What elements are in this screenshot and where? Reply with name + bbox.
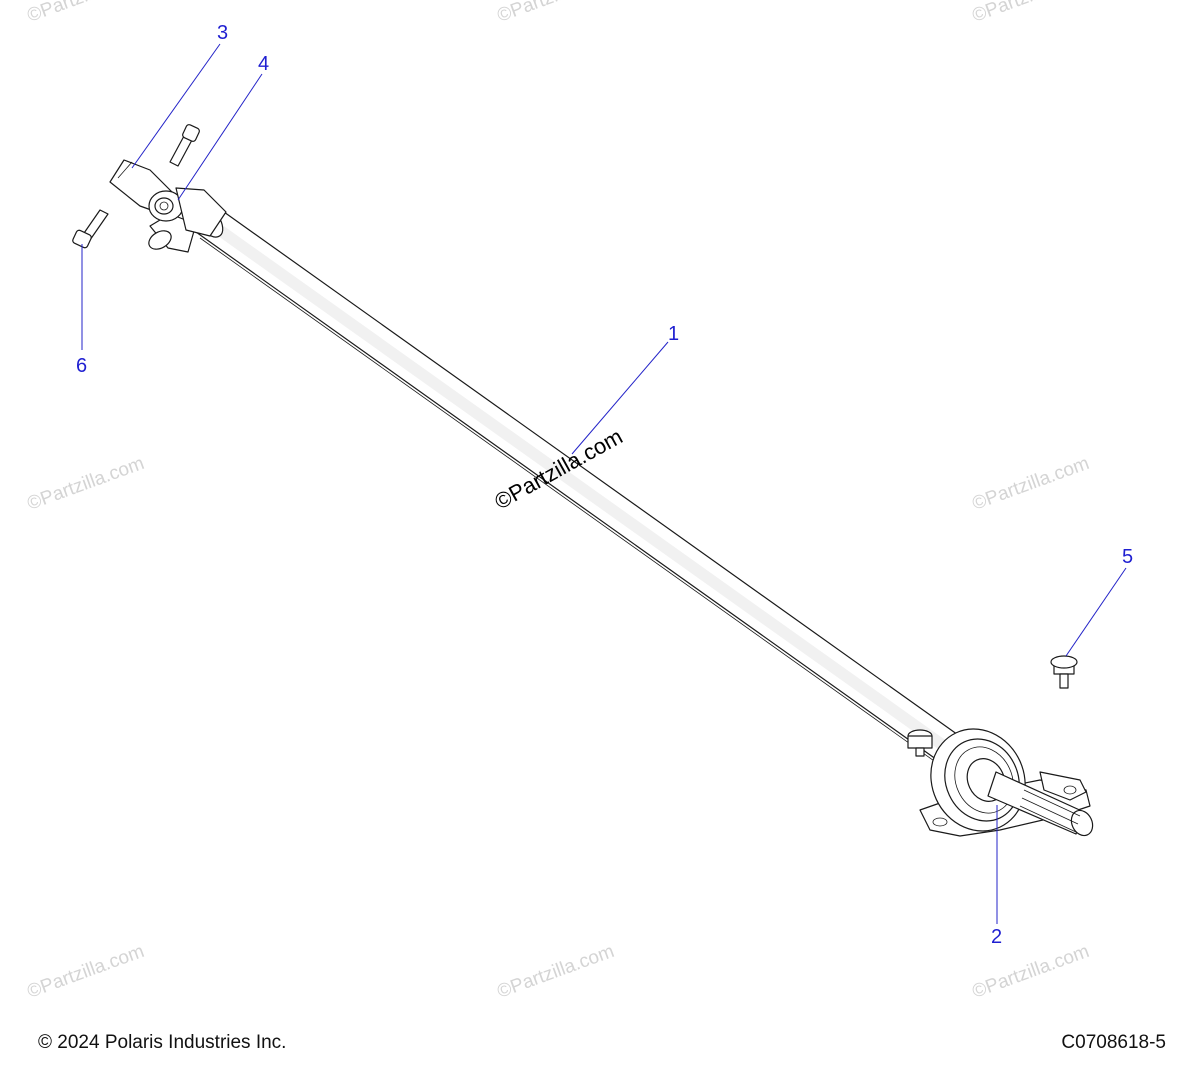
watermark-tile: ©Partzilla.com: [495, 0, 618, 27]
watermark-tile: ©Partzilla.com: [970, 941, 1093, 1003]
leader-lines: [81, 43, 1127, 924]
leader-line-4: [177, 73, 263, 201]
copyright-notice: © 2024 Polaris Industries Inc.: [38, 1032, 287, 1053]
yoke-bolt: [72, 209, 109, 249]
flange-bolt: [1050, 655, 1078, 689]
diagram-id: C0708618-5: [1061, 1032, 1166, 1053]
leader-line-5: [1065, 567, 1127, 657]
watermark-tile: ©Partzilla.com: [25, 0, 148, 27]
watermark-tile: ©Partzilla.com: [495, 941, 618, 1003]
callout-5[interactable]: 5: [1122, 546, 1133, 568]
callout-2[interactable]: 2: [991, 926, 1002, 948]
watermark-tile: ©Partzilla.com: [25, 941, 148, 1003]
callout-1[interactable]: 1: [668, 323, 679, 345]
u-joint-assembly: [109, 159, 227, 253]
watermark-tile: ©Partzilla.com: [970, 0, 1093, 27]
leader-line-1: [571, 341, 669, 455]
callout-4[interactable]: 4: [258, 53, 269, 75]
watermark-tile: ©Partzilla.com: [970, 453, 1093, 515]
drive-shaft-tube: [195, 206, 969, 769]
callout-6[interactable]: 6: [76, 355, 87, 377]
carrier-bearing: [919, 728, 1094, 837]
leader-line-3: [131, 43, 221, 169]
carrier-bolt: [907, 729, 933, 757]
yoke-bolt-upper: [169, 124, 200, 167]
callout-3[interactable]: 3: [217, 22, 228, 44]
callouts: 1 2 3 4 5 6: [76, 22, 1133, 948]
watermark-tile: ©Partzilla.com: [25, 453, 148, 515]
